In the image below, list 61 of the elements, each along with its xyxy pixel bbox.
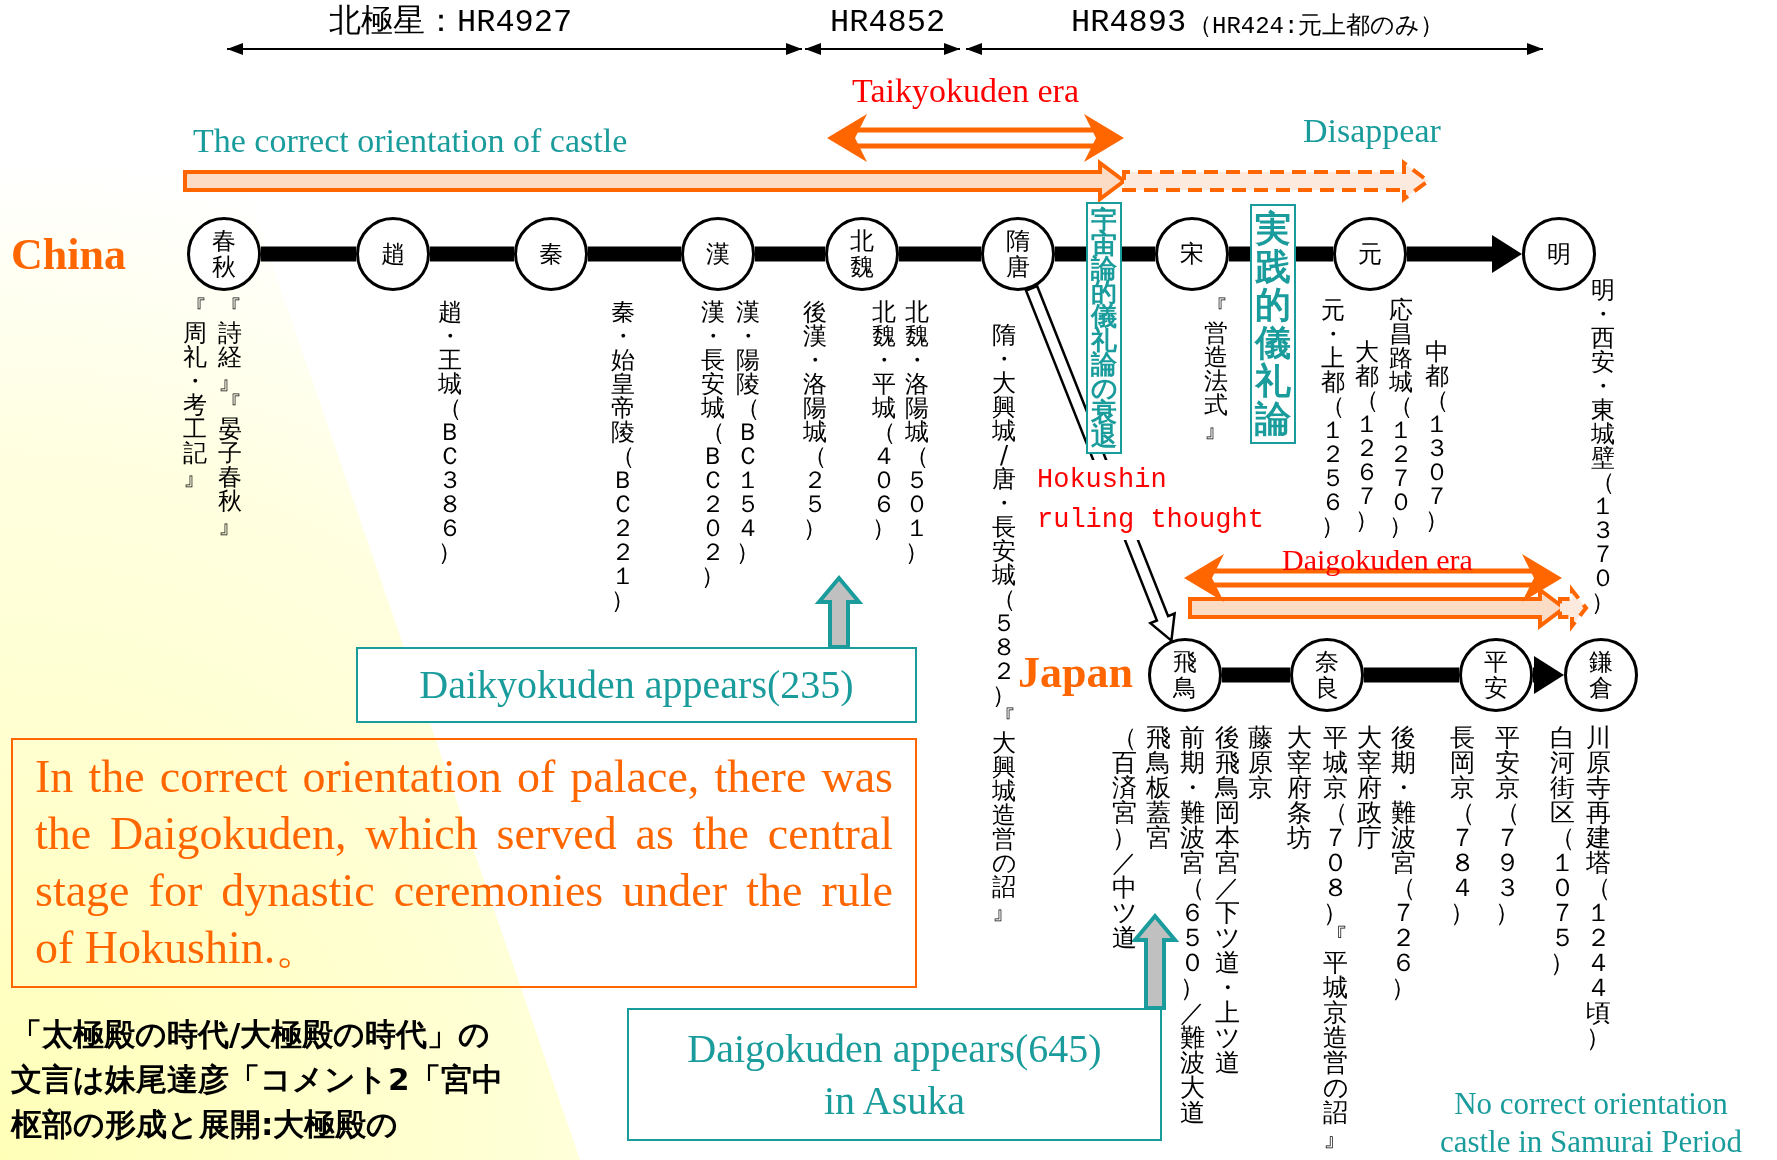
site-label: 平城京（７０８）『平城京造営の詔』 xyxy=(1322,725,1348,1150)
period-label: HR4852 xyxy=(830,4,946,42)
site-label: 漢・陽陵（ＢＣ１５４） xyxy=(736,300,760,564)
site-label: （百済宮）／中ツ道 xyxy=(1111,725,1137,950)
timeline-bar xyxy=(1296,246,1333,262)
dynasty-circle: 元 xyxy=(1333,217,1407,291)
dynasty-circle: 隋唐 xyxy=(981,217,1055,291)
period-label: （HR424:元上都のみ） xyxy=(1188,12,1445,41)
note-text: 「太極殿の時代/大極殿の時代」の文言は妹尾達彦「コメント2「宮中枢部の形成と展開:大極殿の xyxy=(11,1015,504,1144)
era-label: Taikyokuden era xyxy=(852,71,1080,111)
concept-box: 宇宙論的儀礼論の衰退 xyxy=(1086,202,1122,454)
era-label: Daigokuden era xyxy=(1282,542,1473,578)
site-label: 後期・難波宮（７２６） xyxy=(1390,725,1416,1000)
timeline-bar xyxy=(261,246,356,262)
timeline-bar xyxy=(899,246,981,262)
timeline-bar xyxy=(1122,246,1155,262)
site-label: 大宰府政庁 xyxy=(1356,725,1382,850)
dynasty-circle: 鎌倉 xyxy=(1564,638,1638,712)
site-label: 隋・大興城/唐・長安城（５８２）『大興城造営の詔』 xyxy=(992,323,1016,923)
timeline-bar xyxy=(1055,246,1086,262)
timeline-bar xyxy=(1364,667,1459,683)
region-label: China xyxy=(11,229,126,281)
dynasty-circle: 北魏 xyxy=(825,217,899,291)
site-label: 川原寺再建塔（１２４４頃） xyxy=(1585,725,1611,1050)
timeline-bar xyxy=(1229,246,1250,262)
dynasty-circle: 趙 xyxy=(356,217,430,291)
site-label: 大都（１２６７） xyxy=(1355,340,1379,532)
block-arrow xyxy=(1130,912,1180,1010)
dynasty-circle: 平安 xyxy=(1459,638,1533,712)
callout-box: Daikyokuden appears(235) xyxy=(356,647,917,723)
timeline-bar xyxy=(1533,656,1564,694)
site-label: 秦・始皇帝陵（ＢＣ２２１） xyxy=(611,300,635,612)
annotation-text: Disappear xyxy=(1303,111,1441,151)
callout-box: Daigokuden appears(645) in Asuka xyxy=(627,1008,1162,1141)
timeline-bar xyxy=(1407,235,1522,273)
site-label: 元・上都（１２５６） xyxy=(1321,298,1345,538)
concept-box: 実践的儀礼論 xyxy=(1250,204,1296,444)
site-label: 後飛鳥岡本宮／下ツ道・上ツ道 xyxy=(1214,725,1240,1075)
dynasty-circle: 秦 xyxy=(514,217,588,291)
timeline-bar xyxy=(430,246,514,262)
timeline-bar xyxy=(1222,667,1290,683)
timeline-bar xyxy=(588,246,681,262)
block-arrow xyxy=(814,574,864,649)
dynasty-circle: 宋 xyxy=(1155,217,1229,291)
site-label: 白河街区（１０７５） xyxy=(1549,725,1575,975)
region-label: Japan xyxy=(1018,647,1133,699)
site-label: 北魏・洛陽城（５０１） xyxy=(905,300,929,564)
site-label: 『営造法式』 xyxy=(1204,297,1228,441)
period-label: 北極星：HR4927 xyxy=(329,4,573,42)
site-label: 中都（１３０７） xyxy=(1425,340,1449,532)
annotation-text: No correct orientation castle in Samurai Period xyxy=(1438,1085,1744,1160)
dynasty-circle: 奈良 xyxy=(1290,638,1364,712)
dynasty-circle: 飛鳥 xyxy=(1148,638,1222,712)
site-label: 前期・難波宮（６５０）／難波大道 xyxy=(1179,725,1205,1125)
site-label: 藤原京 xyxy=(1247,725,1273,800)
dynasty-circle: 漢 xyxy=(681,217,755,291)
timeline-bar xyxy=(755,246,825,262)
text-box: In the correct orientation of palace, there was the Daigokuden, which served as the central stage for dynastic ceremonies under the rule of Hokushin.。 xyxy=(11,738,917,988)
site-label: 平安京（７９３） xyxy=(1494,725,1520,925)
period-label: HR4893 xyxy=(1071,4,1187,42)
annotation-text: The correct orientation of castle xyxy=(193,121,628,161)
